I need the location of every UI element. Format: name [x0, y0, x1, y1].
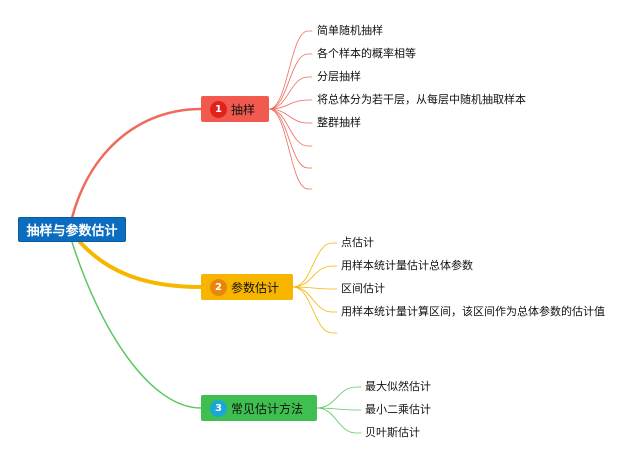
branch-node-sampling[interactable]: 1 抽样 [201, 96, 269, 122]
leaf-stratified-description[interactable]: 将总体分为若干层，从每层中随机抽取样本 [317, 93, 526, 106]
connector-root-methods [71, 241, 202, 409]
connector-sampling-leaf-4 [268, 108, 313, 124]
connector-sampling-leaf-0 [268, 30, 313, 110]
connector-root-sampling [70, 107, 203, 220]
number-3-icon: 3 [210, 399, 227, 417]
root-node[interactable]: 抽样与参数估计 [18, 217, 126, 242]
number-2-icon: 2 [210, 278, 227, 296]
branch-label-sampling: 抽样 [231, 102, 256, 117]
number-1-icon: 1 [210, 100, 227, 118]
connector-sampling-leaf-1 [268, 53, 313, 110]
branch-label-parameter-estimation: 参数估计 [231, 280, 280, 295]
branch-label-common-methods: 常见估计方法 [231, 401, 304, 416]
leaf-interval-estimation-description[interactable]: 用样本统计量计算区间，该区间作为总体参数的估计值 [341, 305, 605, 318]
leaf-point-estimation[interactable]: 点估计 [341, 236, 374, 249]
root-label: 抽样与参数估计 [26, 224, 118, 239]
connector-sampling-leaf-5 [268, 108, 313, 147]
connector-estimation-leaf-3 [292, 286, 338, 313]
connector-sampling-leaf-3 [268, 99, 313, 110]
connector-methods-leaf-2 [316, 407, 362, 434]
leaf-stratified-sampling[interactable]: 分层抽样 [317, 70, 361, 83]
leaf-least-squares[interactable]: 最小二乘估计 [365, 403, 431, 416]
branch-node-parameter-estimation[interactable]: 2 参数估计 [201, 274, 293, 300]
leaf-simple-random-sampling[interactable]: 简单随机抽样 [317, 24, 383, 37]
connector-estimation-leaf-4 [292, 286, 338, 334]
connector-sampling-leaf-2 [268, 76, 313, 110]
leaf-cluster-sampling[interactable]: 整群抽样 [317, 116, 361, 129]
leaf-maximum-likelihood[interactable]: 最大似然估计 [365, 380, 431, 393]
connector-estimation-leaf-1 [292, 265, 338, 288]
connector-estimation-leaf-2 [292, 286, 338, 290]
connector-root-estimation [78, 240, 203, 289]
connector-sampling-leaf-7 [268, 108, 313, 190]
connector-estimation-leaf-0 [292, 242, 338, 288]
connector-methods-leaf-1 [316, 407, 362, 411]
leaf-interval-estimation[interactable]: 区间估计 [341, 282, 385, 295]
connector-methods-leaf-0 [316, 386, 362, 409]
leaf-point-estimation-description[interactable]: 用样本统计量估计总体参数 [341, 259, 473, 272]
branch-node-common-methods[interactable]: 3 常见估计方法 [201, 395, 317, 421]
connector-sampling-leaf-6 [268, 108, 313, 169]
leaf-bayesian[interactable]: 贝叶斯估计 [365, 426, 420, 439]
leaf-equal-probability[interactable]: 各个样本的概率相等 [317, 47, 416, 60]
